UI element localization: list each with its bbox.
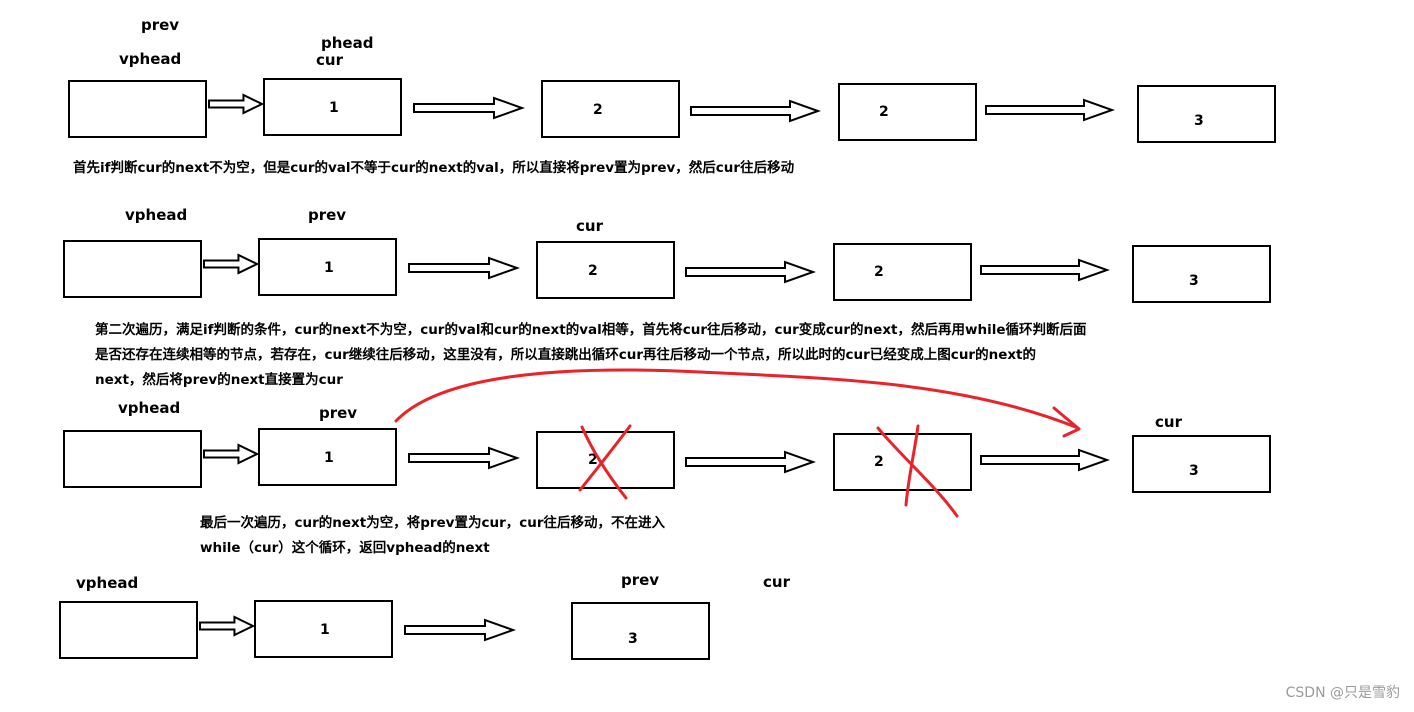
row1-prev-label: prev	[141, 16, 180, 34]
row2-description-line3: next，然后将prev的next直接置为cur	[95, 372, 343, 388]
row1-node-1-value: 1	[329, 100, 339, 116]
row4-node-3-value: 3	[628, 631, 638, 647]
hollow-arrow	[408, 446, 520, 470]
link-arrows	[199, 93, 1115, 642]
row1-node-2b	[838, 83, 977, 141]
hollow-arrow	[203, 443, 260, 465]
row2-description-line1: 第二次遍历，满足if判断的条件，cur的next不为空，cur的val和cur的…	[95, 322, 1087, 338]
row4-vphead-node	[59, 601, 198, 659]
row1-node-2b-value: 2	[879, 104, 889, 120]
row1-description: 首先if判断cur的next不为空，但是cur的val不等于cur的next的v…	[73, 160, 795, 176]
hollow-arrow	[413, 96, 525, 120]
watermark: CSDN @只是雪豹	[1285, 685, 1400, 701]
row1-node-2a	[541, 80, 680, 138]
row1-node-3-value: 3	[1194, 113, 1204, 129]
hollow-arrow	[199, 615, 256, 637]
row3-vphead-node	[63, 430, 202, 488]
row1-vphead-node	[68, 80, 207, 138]
row3-node-2a-value: 2	[588, 452, 598, 468]
hollow-arrow	[208, 93, 265, 115]
hollow-arrow	[404, 618, 516, 642]
hollow-arrow	[685, 260, 816, 284]
row2-cur-label: cur	[576, 217, 603, 235]
row4-node-1-value: 1	[320, 622, 330, 638]
row2-description-line2: 是否还存在连续相等的节点，若存在，cur继续往后移动，这里没有，所以直接跳出循环…	[95, 347, 1037, 363]
row3-node-1	[258, 428, 397, 486]
row1-vphead-label: vphead	[119, 50, 182, 68]
row2-node-1	[258, 238, 397, 296]
hollow-arrow	[685, 450, 816, 474]
row1-node-3	[1137, 85, 1276, 143]
red-arrowhead	[1052, 406, 1081, 438]
row4-vphead-label: vphead	[76, 574, 139, 592]
row4-node-1	[254, 600, 393, 658]
row3-node-2b-value: 2	[874, 454, 884, 470]
row2-node-2b	[833, 243, 972, 301]
row1-cur-label: cur	[316, 51, 343, 69]
row2-node-1-value: 1	[324, 260, 334, 276]
row3-cur-label: cur	[1155, 413, 1182, 431]
row2-vphead-node	[63, 240, 202, 298]
row2-node-2a	[536, 241, 675, 299]
row3-node-1-value: 1	[324, 450, 334, 466]
red-curved-arrow	[394, 368, 1080, 430]
row1-phead-label: phead	[321, 34, 374, 52]
hollow-arrow	[980, 448, 1110, 472]
row2-node-2a-value: 2	[588, 263, 598, 279]
red-cross-node-2a	[578, 424, 632, 500]
row3-node-3-value: 3	[1189, 463, 1199, 479]
red-cross-node-2b	[876, 424, 959, 518]
row3-prev-label: prev	[319, 404, 358, 422]
row3-node-3	[1132, 435, 1271, 493]
hollow-arrow	[690, 99, 821, 123]
row2-node-3	[1132, 245, 1271, 303]
row1-node-2a-value: 2	[593, 102, 603, 118]
row3-vphead-label: vphead	[118, 399, 181, 417]
row2-vphead-label: vphead	[125, 206, 188, 224]
hollow-arrow	[203, 253, 260, 275]
hollow-arrow	[408, 256, 520, 280]
row4-cur-label: cur	[763, 573, 790, 591]
row3-description-line1: 最后一次遍历，cur的next为空，将prev置为cur，cur往后移动，不在进…	[200, 515, 666, 531]
row3-node-2b	[833, 433, 972, 491]
row3-description-line2: while（cur）这个循环，返回vphead的next	[200, 540, 490, 556]
row4-node-3	[571, 602, 710, 660]
row2-node-3-value: 3	[1189, 273, 1199, 289]
hollow-arrow	[980, 258, 1110, 282]
row1-node-1	[263, 78, 402, 136]
row2-prev-label: prev	[308, 206, 347, 224]
row2-node-2b-value: 2	[874, 264, 884, 280]
row4-prev-label: prev	[621, 571, 660, 589]
hollow-arrow	[985, 98, 1115, 122]
